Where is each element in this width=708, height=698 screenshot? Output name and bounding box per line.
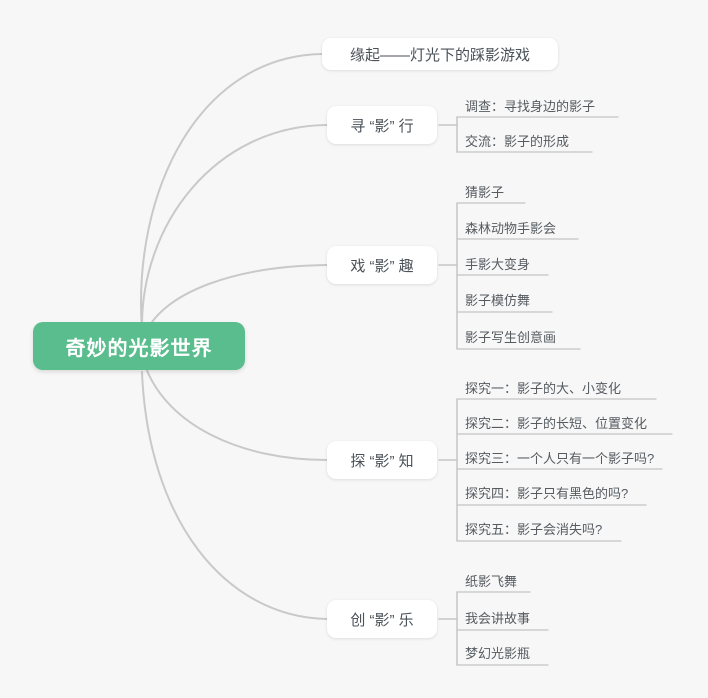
child-topic[interactable]: 探究三：一个人只有一个影子吗? — [465, 451, 655, 466]
main-topic-origin-label: 缘起——灯光下的踩影游戏 — [349, 46, 530, 64]
child-topic[interactable]: 手影大变身 — [465, 257, 531, 272]
child-topic[interactable]: 调查：寻找身边的影子 — [465, 99, 596, 114]
main-topic-origin[interactable]: 缘起——灯光下的踩影游戏 — [322, 38, 558, 70]
child-topic[interactable]: 探究一：影子的大、小变化 — [465, 381, 622, 396]
main-topic-seek[interactable]: 寻 “影” 行 — [327, 106, 437, 144]
child-topic[interactable]: 我会讲故事 — [465, 611, 531, 626]
child-topic[interactable]: 探究五：影子会消失吗? — [465, 522, 603, 537]
main-topic-create[interactable]: 创 “影” 乐 — [327, 600, 437, 638]
central-topic[interactable]: 奇妙的光影世界 — [33, 322, 245, 370]
child-topic[interactable]: 探究二：影子的长短、位置变化 — [465, 416, 648, 431]
curve-to-branch-origin — [140, 53, 323, 331]
main-topic-create-label: 创 “影” 乐 — [350, 611, 414, 629]
child-topic[interactable]: 梦幻光影瓶 — [465, 646, 531, 661]
child-topic[interactable]: 纸影飞舞 — [465, 574, 518, 589]
central-topic-label: 奇妙的光影世界 — [65, 337, 213, 360]
child-topic[interactable]: 影子写生创意画 — [465, 330, 557, 345]
child-topic[interactable]: 森林动物手影会 — [465, 221, 557, 236]
main-topic-explore-label: 探 “影” 知 — [350, 452, 414, 470]
main-topic-play-label: 戏 “影” 趣 — [350, 257, 414, 275]
curve-to-branch-create — [141, 371, 328, 620]
main-topic-play[interactable]: 戏 “影” 趣 — [327, 246, 437, 284]
branch-stubs-and-spines — [438, 116, 458, 666]
child-topic[interactable]: 交流：影子的形成 — [465, 134, 570, 149]
child-topic[interactable]: 影子模仿舞 — [465, 293, 531, 308]
main-topic-explore[interactable]: 探 “影” 知 — [327, 441, 437, 479]
curve-to-branch-explore — [145, 367, 328, 461]
child-topic[interactable]: 猜影子 — [465, 185, 505, 200]
curve-to-branch-seek — [140, 124, 328, 331]
child-topic[interactable]: 探究四：影子只有黑色的吗? — [465, 486, 629, 501]
main-topic-seek-label: 寻 “影” 行 — [350, 117, 414, 135]
